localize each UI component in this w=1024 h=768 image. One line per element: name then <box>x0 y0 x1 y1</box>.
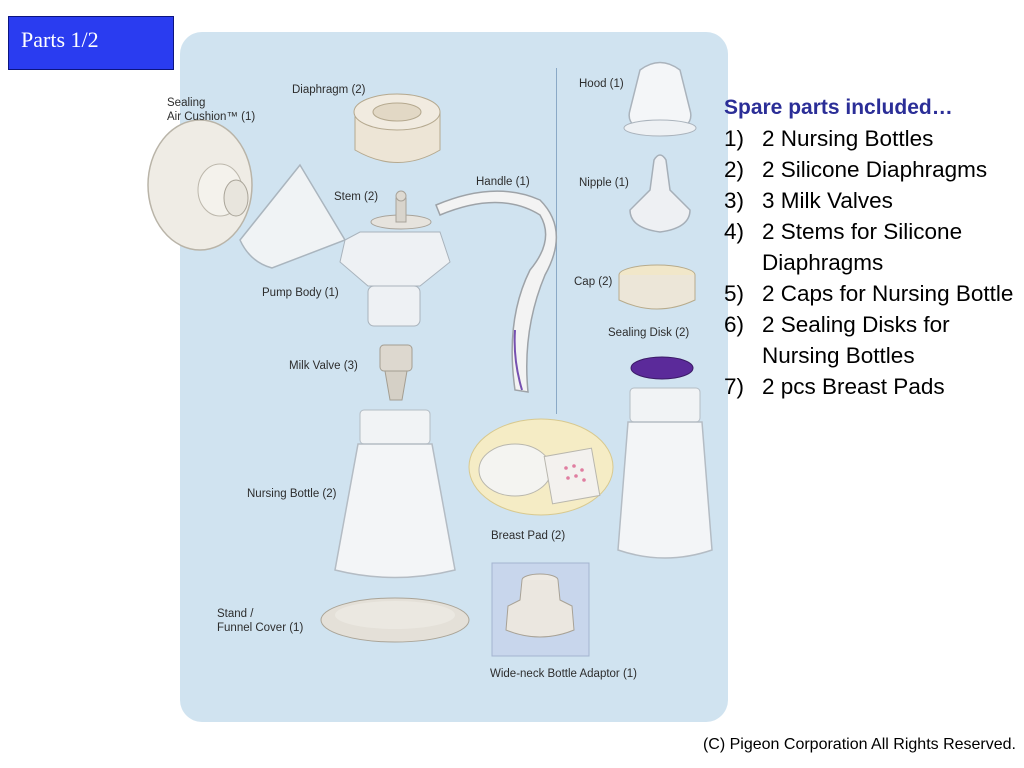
list-item: 2) 2 Silicone Diaphragms <box>724 154 1024 185</box>
list-item-text: 2 Caps for Nursing Bottle <box>762 281 1014 306</box>
sealing-disk-label: Sealing Disk (2) <box>608 327 690 339</box>
sealing-label-line2: Air Cushion™ (1) <box>167 111 256 123</box>
stand-label-line2: Funnel Cover (1) <box>217 622 304 634</box>
stand-label: Stand / Funnel Cover (1) <box>217 607 303 635</box>
list-item: 1) 2 Nursing Bottles <box>724 123 1024 154</box>
breast-pad-image <box>468 418 614 516</box>
wide-neck-adaptor-label: Wide-neck Bottle Adaptor (1) <box>490 668 638 680</box>
list-item-text: 2 pcs Breast Pads <box>762 374 945 399</box>
cap-image <box>618 264 696 310</box>
slide-title: Parts 1/2 <box>21 27 99 52</box>
nursing-bottle-2-image <box>617 387 713 559</box>
sealing-air-cushion-label: Sealing Air Cushion™ (1) <box>167 96 255 124</box>
handle-label: Handle (1) <box>476 176 530 188</box>
list-item: 5) 2 Caps for Nursing Bottle <box>724 278 1024 309</box>
hood-label: Hood (1) <box>579 78 624 90</box>
list-item-text: 2 Sealing Disks for Nursing Bottles <box>762 312 950 368</box>
diaphragm-label: Diaphragm (2) <box>292 84 366 96</box>
pump-body-label: Pump Body (1) <box>262 287 339 299</box>
handle-image <box>435 190 557 393</box>
hood-image <box>623 61 697 137</box>
list-item-number: 7) <box>724 374 745 399</box>
copyright-footer: (C) Pigeon Corporation All Rights Reserv… <box>702 736 1016 753</box>
stand-label-line1: Stand / <box>217 608 254 620</box>
pump-body-image <box>239 163 451 327</box>
stem-image <box>370 190 432 230</box>
list-item-text: 2 Nursing Bottles <box>762 126 934 151</box>
wide-neck-adaptor-image <box>491 562 590 657</box>
nipple-label: Nipple (1) <box>579 177 629 189</box>
cap-label: Cap (2) <box>574 276 613 288</box>
spare-parts-heading: Spare parts included… <box>724 96 953 119</box>
list-item-number: 3) <box>724 188 745 213</box>
spare-parts-list: Spare parts included… 1) 2 Nursing Bottle… <box>724 92 1024 402</box>
sealing-disk-image <box>630 356 694 380</box>
list-item-text: 2 Silicone Diaphragms <box>762 157 988 182</box>
list-item-text: 3 Milk Valves <box>762 188 893 213</box>
nursing-bottle-image <box>334 409 456 579</box>
list-item: 7) 2 pcs Breast Pads <box>724 371 1024 402</box>
sealing-air-cushion-image <box>147 119 253 251</box>
sealing-label-line1: Sealing <box>167 97 206 109</box>
list-item-number: 2) <box>724 157 745 182</box>
list-item: 4) 2 Stems for Silicone Diaphragms <box>724 216 1024 278</box>
nipple-image <box>629 154 691 233</box>
milk-valve-image <box>379 344 413 401</box>
list-item-number: 1) <box>724 126 745 151</box>
nursing-bottle-label: Nursing Bottle (2) <box>247 488 337 500</box>
list-item: 6) 2 Sealing Disks for Nursing Bottles <box>724 309 1024 371</box>
milk-valve-label: Milk Valve (3) <box>289 360 358 372</box>
stand-image <box>320 597 470 643</box>
list-item-text: 2 Stems for Silicone Diaphragms <box>762 219 963 275</box>
list-item: 3) 3 Milk Valves <box>724 185 1024 216</box>
diaphragm-image <box>353 93 441 163</box>
list-item-number: 5) <box>724 281 745 306</box>
stem-label: Stem (2) <box>334 191 379 203</box>
slide-title-box: Parts 1/2 <box>8 16 174 70</box>
list-item-number: 6) <box>724 312 745 337</box>
breast-pad-label: Breast Pad (2) <box>491 530 566 542</box>
list-item-number: 4) <box>724 219 745 244</box>
